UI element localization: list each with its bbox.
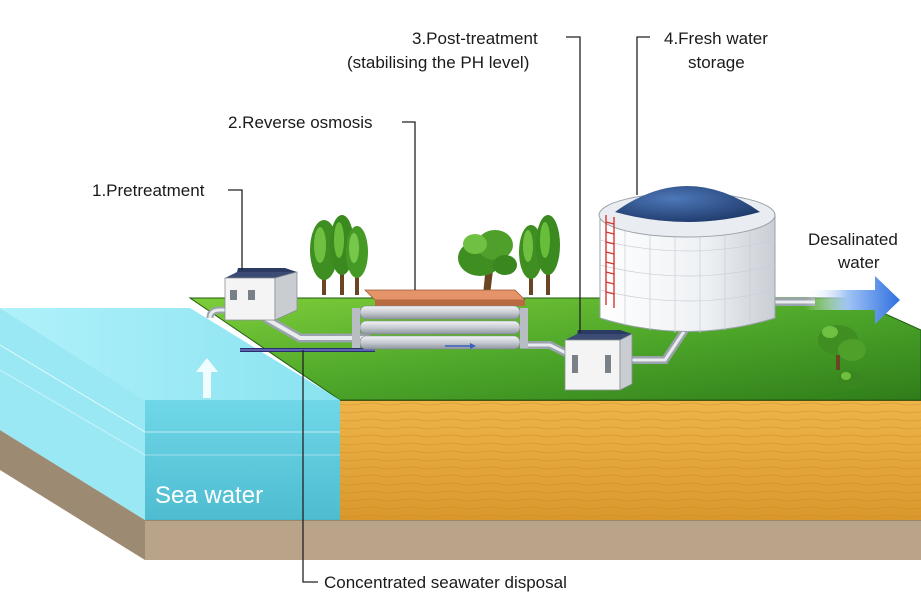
leader-lines [228,36,650,583]
label-fresh-water: 4.Fresh water [664,29,768,48]
tank-ladder [605,215,615,308]
sea-side [0,308,145,520]
intake-arrow-icon [196,358,218,398]
tree-cluster-right [519,215,560,295]
fresh-water-tank [598,186,776,333]
intake-pipe [206,306,370,343]
pretreatment-building [224,268,298,321]
label-post-treatment: 3.Post-treatment [412,29,538,48]
label-desalinated: Desalinated [808,230,898,249]
tree-cluster-middle [458,230,517,295]
rock-base-front [145,520,921,560]
sea-top [0,308,340,400]
label-fresh-water-storage: storage [688,53,745,72]
tree-front-right [818,325,866,389]
reverse-osmosis-unit [352,289,528,350]
tree-cluster-left [310,215,368,295]
label-sea-water: Sea water [155,482,263,509]
desalinated-arrow-icon [805,276,900,324]
rock-base-side [0,430,145,560]
post-treatment-building [564,330,633,391]
sea-front [145,400,340,520]
label-disposal: Concentrated seawater disposal [324,573,567,592]
label-pretreatment: 1.Pretreatment [92,181,205,200]
label-desalinated-water: water [837,253,880,272]
label-post-treatment-detail: (stabilising the PH level) [347,53,529,72]
label-reverse-osmosis: 2.Reverse osmosis [228,113,373,132]
